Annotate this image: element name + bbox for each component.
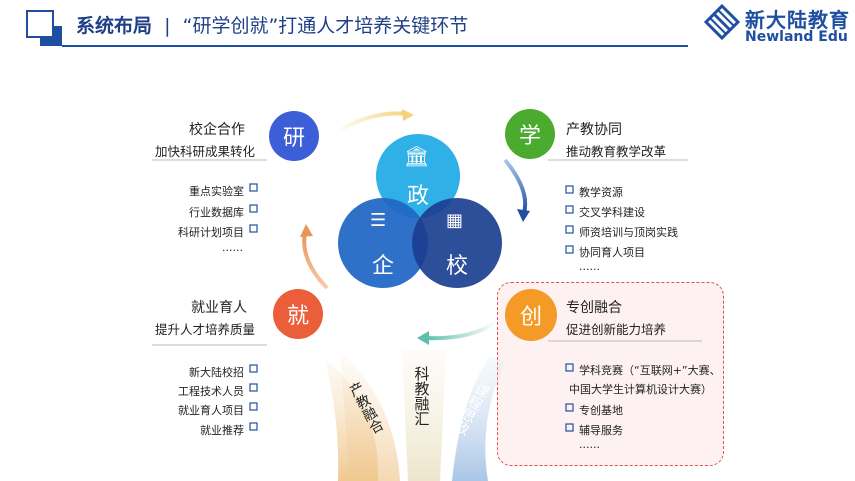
cycle-arrowhead-top [402, 109, 414, 121]
yan-more: ...... [222, 241, 243, 254]
cycle-arrow-left [302, 232, 329, 290]
header-underline [62, 45, 688, 47]
jiu-item-4: 就业推荐 [200, 424, 244, 437]
page-title: 系统布局 | “研学创就”打通人才培养关键环节 [76, 15, 469, 37]
government-icon: 🏛 [404, 144, 430, 168]
chuang-item-1: 学科竞赛（“互联网+”大赛、 [579, 364, 721, 377]
yan-title: 校企合作 [189, 122, 245, 138]
logo-text-cn: 新大陆教育 [745, 8, 850, 32]
badge-chuang: 创 [505, 289, 557, 341]
jiu-item-3: 就业育人项目 [178, 404, 244, 417]
logo-text-en: Newland Edu [745, 29, 848, 45]
xue-more: ...... [579, 260, 600, 273]
label-kejiao-ronghui: 科教融汇 [412, 366, 431, 426]
enterprise-icon: ☰ [370, 210, 387, 231]
circle-school: ▦ 校 [412, 198, 502, 288]
cycle-arrow-bottom [425, 320, 498, 341]
xue-item-1: 教学资源 [579, 186, 623, 199]
circle-government-label: 政 [407, 184, 430, 209]
header-deco-outline [26, 10, 54, 38]
jiu-subtitle: 提升人才培养质量 [155, 322, 256, 337]
cycle-arrow-right [503, 158, 528, 214]
school-icon: ▦ [446, 210, 464, 231]
xue-item-4: 协同育人项目 [579, 246, 645, 259]
jiu-item-1: 新大陆校招 [189, 366, 244, 379]
chuang-item-4: 辅导服务 [579, 424, 623, 437]
cycle-arrowhead-left [300, 224, 313, 237]
xue-item-3: 师资培训与顶岗实践 [579, 226, 678, 239]
circle-school-label: 校 [446, 254, 469, 279]
cycle-arrowhead-bottom [417, 331, 429, 345]
chuang-subtitle: 促进创新能力培养 [566, 322, 667, 337]
jiu-item-2: 工程技术人员 [178, 385, 244, 398]
circle-enterprise: ☰ 企 [338, 198, 428, 288]
fan-middle [402, 350, 446, 481]
xue-item-2: 交叉学科建设 [579, 206, 645, 219]
badge-jiu: 就 [273, 289, 323, 339]
chuang-title: 专创融合 [566, 300, 622, 316]
circle-enterprise-label: 企 [372, 254, 395, 279]
xue-title: 产教协同 [566, 122, 622, 138]
badge-xue: 学 [505, 109, 555, 159]
yan-item-2: 行业数据库 [189, 206, 244, 219]
chuang-more: ...... [579, 438, 600, 451]
chuang-item-2: 中国大学生计算机设计大赛） [569, 383, 712, 396]
chuang-item-3: 专创基地 [579, 404, 623, 417]
yan-subtitle: 加快科研成果转化 [155, 144, 256, 159]
yan-item-1: 重点实验室 [189, 185, 244, 198]
jiu-title: 就业育人 [191, 300, 247, 316]
fan-left-wide [340, 352, 400, 481]
cycle-arrowhead-right [517, 209, 530, 222]
badge-yan: 研 [269, 111, 319, 161]
xue-subtitle: 推动教育教学改革 [566, 144, 667, 159]
fan-right [452, 356, 505, 481]
yan-item-3: 科研计划项目 [178, 226, 244, 239]
cycle-arrow-top [333, 111, 409, 135]
